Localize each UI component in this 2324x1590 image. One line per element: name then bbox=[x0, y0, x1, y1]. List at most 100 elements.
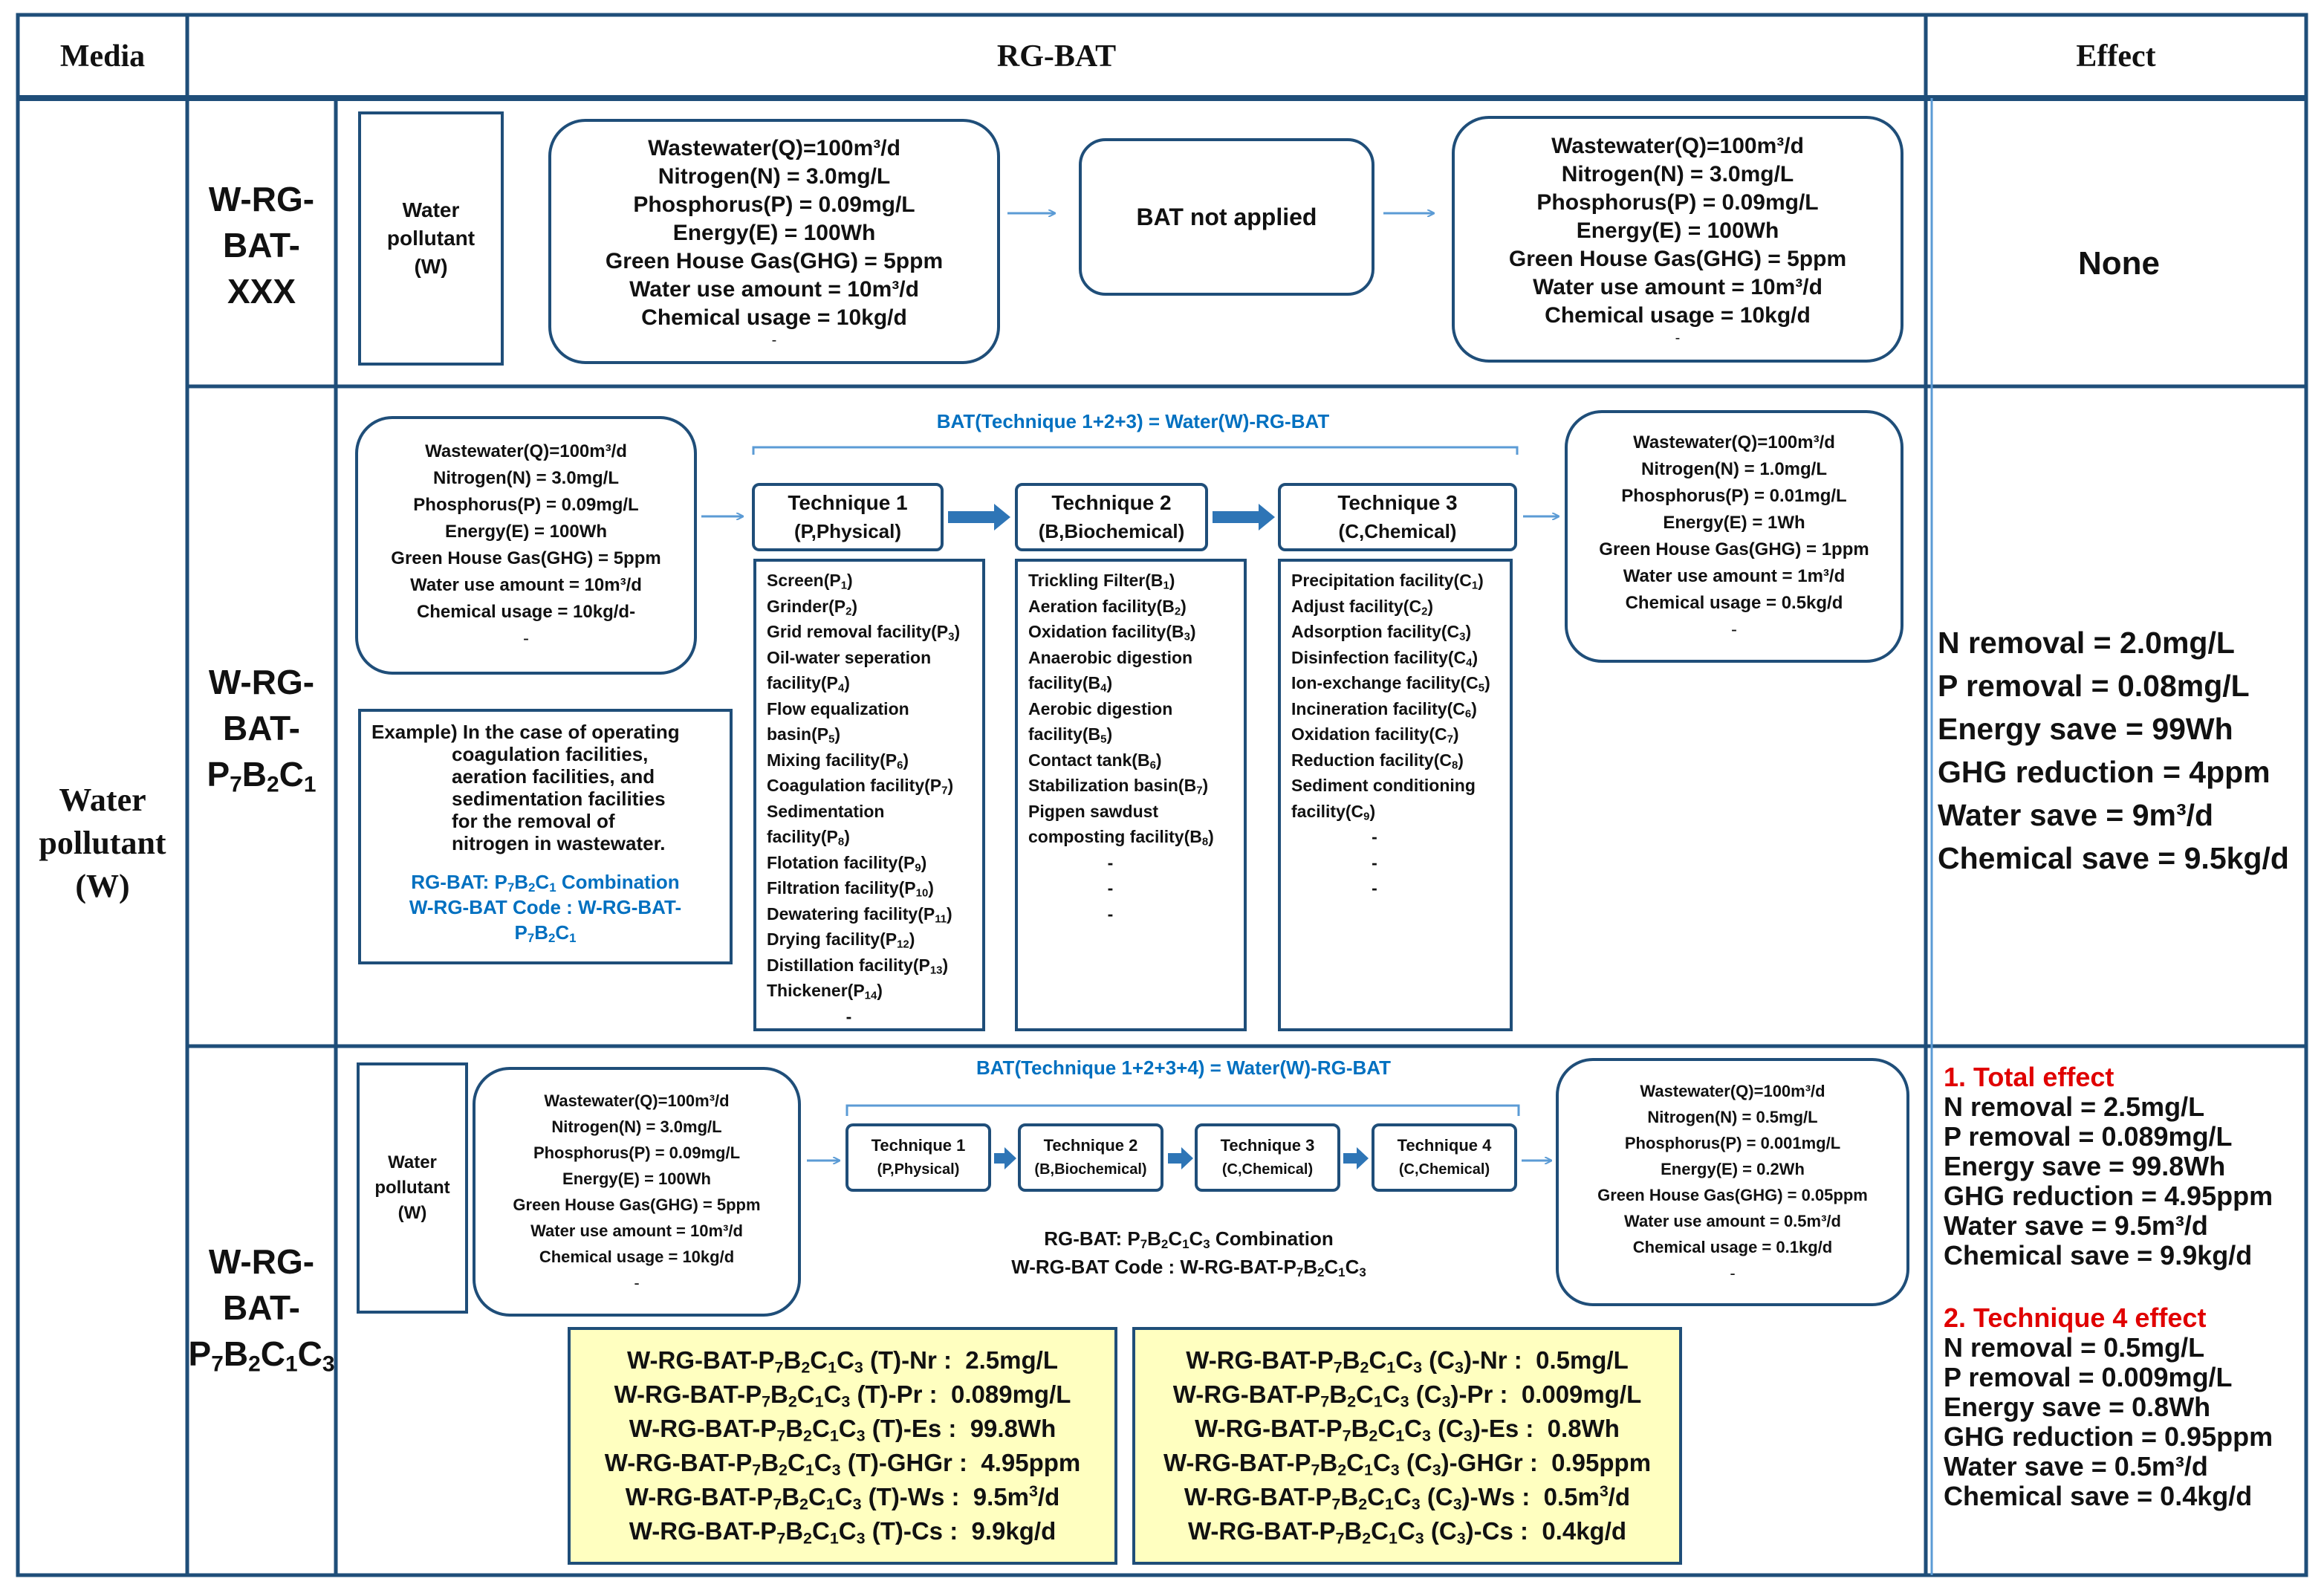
technique-name: Technique 3 bbox=[1220, 1136, 1315, 1155]
total-indicator-ghgr: W-RG-BAT-P7B2C1C3 (T)-GHGr : 4.95ppm bbox=[604, 1449, 1081, 1479]
output-line: Chemical usage = 10kg/d bbox=[1545, 303, 1811, 328]
example-line: aeration facilities, and bbox=[452, 765, 655, 788]
row2-technique-2-list: Trickling Filter(B1) Aeration facility(B… bbox=[1015, 559, 1247, 1031]
effect-line: Energy save = 99.8Wh bbox=[1944, 1151, 2226, 1181]
example-line: Example) In the case of operating bbox=[371, 721, 680, 743]
output-line: - bbox=[1731, 620, 1737, 640]
technique-name: Technique 1 bbox=[788, 491, 908, 514]
example-line: sedimentation facilities bbox=[452, 788, 666, 810]
input-line: Nitrogen(N) = 3.0mg/L bbox=[551, 1117, 722, 1136]
c3-indicator-es: W-RG-BAT-P7B2C1C3 (C3)-Es : 0.8Wh bbox=[1195, 1415, 1620, 1445]
c3-indicator-cs: W-RG-BAT-P7B2C1C3 (C3)-Cs : 0.4kg/d bbox=[1187, 1517, 1627, 1548]
output-line: Nitrogen(N) = 1.0mg/L bbox=[1640, 459, 1828, 479]
effect-line: Chemical save = 9.5kg/d bbox=[1938, 841, 2289, 875]
effect-line: Water save = 0.5m³/d bbox=[1944, 1451, 2208, 1482]
effect-line: P removal = 0.009mg/L bbox=[1944, 1362, 2233, 1392]
row2-technique-2: Technique 2 (B,Biochemical) bbox=[1015, 483, 1208, 551]
row2-effects: N removal = 2.0mg/L P removal = 0.08mg/L… bbox=[1938, 621, 2302, 880]
input-line: Wastewater(Q)=100m³/d bbox=[425, 441, 627, 461]
output-line: Energy(E) = 100Wh bbox=[1576, 218, 1779, 243]
row3-bracket-label: BAT(Technique 1+2+3+4) = Water(W)-RG-BAT bbox=[976, 1057, 1392, 1079]
row2-input-box: Wastewater(Q)=100m³/d Nitrogen(N) = 3.0m… bbox=[355, 416, 697, 675]
bat-not-applied-label: BAT not applied bbox=[1136, 204, 1317, 230]
c3-indicator-pr: W-RG-BAT-P7B2C1C3 (C3)-Pr : 0.009mg/L bbox=[1172, 1380, 1642, 1411]
total-indicator-nr: W-RG-BAT-P7B2C1C3 (T)-Nr : 2.5mg/L bbox=[627, 1346, 1058, 1377]
header-media: Media bbox=[59, 39, 146, 74]
input-line: Energy(E) = 100Wh bbox=[562, 1169, 711, 1188]
technique-sub: (C,Chemical) bbox=[1398, 1161, 1490, 1178]
effect-line: P removal = 0.08mg/L bbox=[1938, 669, 2250, 703]
row1-input-box: Wastewater(Q)=100m³/d Nitrogen(N) = 3.0m… bbox=[548, 119, 1000, 364]
row3-technique-2: Technique 2 (B,Biochemical) bbox=[1018, 1123, 1163, 1192]
row3-effects: 1. Total effect N removal = 2.5mg/L P re… bbox=[1944, 1062, 2305, 1511]
technique-sub: (B,Biochemical) bbox=[1038, 520, 1185, 542]
input-line: Phosphorus(P) = 0.09mg/L bbox=[633, 192, 915, 217]
effect-line: Water save = 9m³/d bbox=[1938, 798, 2214, 832]
row1-output-box: Wastewater(Q)=100m³/d Nitrogen(N) = 3.0m… bbox=[1452, 116, 1903, 363]
row2-technique-1-list: Screen(P1) Grinder(P2) Grid removal faci… bbox=[753, 559, 985, 1031]
effect-line: Chemical save = 0.4kg/d bbox=[1944, 1481, 2253, 1511]
technique4-effect-title: 2. Technique 4 effect bbox=[1944, 1302, 2207, 1333]
input-line: Green House Gas(GHG) = 5ppm bbox=[391, 548, 661, 568]
row2-output-box: Wastewater(Q)=100m³/d Nitrogen(N) = 1.0m… bbox=[1565, 410, 1903, 663]
technique-sub: (P,Physical) bbox=[877, 1161, 960, 1178]
input-line: Chemical usage = 10kg/d bbox=[539, 1247, 735, 1266]
total-indicator-ws: W-RG-BAT-P7B2C1C3 (T)-Ws : 9.5m3/d bbox=[625, 1482, 1060, 1513]
combo-line: RG-BAT: P7B2C1C3 Combination bbox=[1044, 1227, 1334, 1252]
header-rg-bat: RG-BAT bbox=[996, 39, 1117, 74]
example-line: for the removal of bbox=[452, 810, 615, 832]
input-line: Energy(E) = 100Wh bbox=[444, 522, 608, 542]
technique-sub: (C,Chemical) bbox=[1338, 520, 1457, 542]
output-line: Nitrogen(N) = 3.0mg/L bbox=[1561, 162, 1794, 186]
effect-line: Energy save = 0.8Wh bbox=[1944, 1392, 2211, 1422]
output-line: Water use amount = 1m³/d bbox=[1623, 566, 1846, 586]
effect-line: N removal = 2.0mg/L bbox=[1938, 626, 2235, 660]
total-indicator-es: W-RG-BAT-P7B2C1C3 (T)-Es : 99.8Wh bbox=[629, 1415, 1056, 1445]
technique-name: Technique 1 bbox=[871, 1136, 966, 1155]
output-line: - bbox=[1675, 330, 1681, 346]
input-line: Chemical usage = 10kg/d- bbox=[416, 602, 636, 622]
c3-indicator-ghgr: W-RG-BAT-P7B2C1C3 (C3)-GHGr : 0.95ppm bbox=[1163, 1449, 1652, 1479]
input-line: Energy(E) = 100Wh bbox=[672, 221, 876, 245]
input-line: Green House Gas(GHG) = 5ppm bbox=[513, 1195, 761, 1214]
row3-technique-3: Technique 3 (C,Chemical) bbox=[1195, 1123, 1340, 1192]
example-combo: RG-BAT: P7B2C1 Combination bbox=[411, 871, 680, 895]
input-line: Wastewater(Q)=100m³/d bbox=[544, 1091, 730, 1110]
input-line: - bbox=[634, 1273, 640, 1292]
input-line: Water use amount = 10m³/d bbox=[410, 575, 642, 595]
c3-indicator-nr: W-RG-BAT-P7B2C1C3 (C3)-Nr : 0.5mg/L bbox=[1186, 1346, 1629, 1377]
input-line: - bbox=[523, 629, 529, 649]
header-effect: Effect bbox=[2076, 39, 2156, 74]
row3-input-box: Wastewater(Q)=100m³/d Nitrogen(N) = 3.0m… bbox=[473, 1067, 801, 1317]
output-line: Phosphorus(P) = 0.01mg/L bbox=[1621, 486, 1847, 506]
effect-line: N removal = 2.5mg/L bbox=[1944, 1091, 2205, 1122]
output-line: Phosphorus(P) = 0.001mg/L bbox=[1624, 1134, 1841, 1152]
input-line: - bbox=[771, 332, 777, 348]
yellow-total-box: W-RG-BAT-P7B2C1C3 (T)-Nr : 2.5mg/L W-RG-… bbox=[568, 1327, 1117, 1565]
technique-name: Technique 4 bbox=[1397, 1136, 1492, 1155]
technique-sub: (C,Chemical) bbox=[1221, 1161, 1314, 1178]
row3-combination: RG-BAT: P7B2C1C3 Combination W-RG-BAT Co… bbox=[929, 1224, 1449, 1281]
input-line: Water use amount = 10m³/d bbox=[530, 1221, 743, 1240]
row2-code: W-RG-BAT-P7B2C1 bbox=[207, 663, 317, 797]
effect-line: P removal = 0.089mg/L bbox=[1944, 1121, 2233, 1152]
input-line: Phosphorus(P) = 0.09mg/L bbox=[533, 1143, 741, 1162]
technique-name: Technique 3 bbox=[1337, 491, 1458, 514]
row2-bracket-label: BAT(Technique 1+2+3) = Water(W)-RG-BAT bbox=[936, 410, 1330, 432]
input-line: Water use amount = 10m³/d bbox=[629, 277, 919, 302]
input-line: Green House Gas(GHG) = 5ppm bbox=[605, 249, 944, 273]
input-line: Phosphorus(P) = 0.09mg/L bbox=[413, 495, 639, 515]
row1-effect: None bbox=[2078, 245, 2160, 282]
output-line: Chemical usage = 0.1kg/d bbox=[1632, 1238, 1833, 1256]
row3-output-box: Wastewater(Q)=100m³/d Nitrogen(N) = 0.5m… bbox=[1556, 1058, 1909, 1306]
output-line: Energy(E) = 1Wh bbox=[1663, 513, 1805, 533]
output-line: Water use amount = 0.5m³/d bbox=[1624, 1212, 1841, 1230]
row3-code: W-RG-BAT-P7B2C1C3 bbox=[188, 1242, 335, 1377]
row2-example-box: Example) In the case of operating coagul… bbox=[358, 709, 733, 964]
example-line: nitrogen in wastewater. bbox=[452, 832, 666, 854]
effect-line: GHG reduction = 4.95ppm bbox=[1944, 1181, 2273, 1211]
row1-code: W-RG-BAT-XXX bbox=[208, 180, 315, 311]
